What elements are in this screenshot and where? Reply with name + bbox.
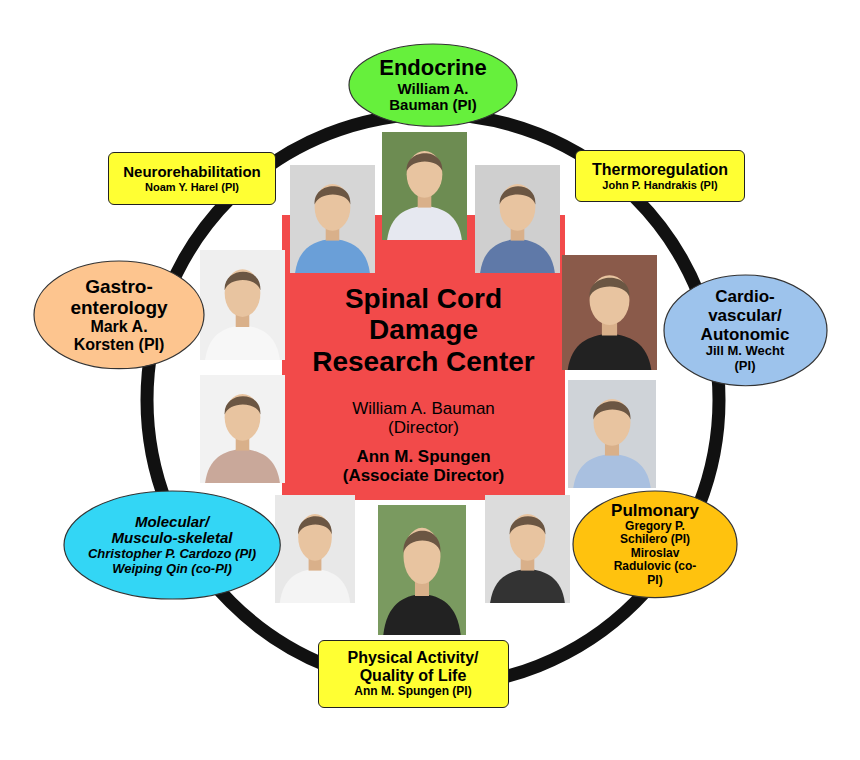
ellipse-node: Gastro- enterologyMark A. Korsten (PI)	[33, 260, 205, 370]
ellipse-shape	[64, 491, 280, 599]
node-text: John P. Handrakis (PI)	[592, 179, 728, 191]
node-heading: Spinal Cord Damage Research Center	[308, 283, 540, 377]
ellipse-shape	[349, 44, 517, 126]
photo-ground	[200, 375, 285, 483]
label-box: ThermoregulationJohn P. Handrakis (PI)	[575, 150, 745, 202]
node-heading: Cardio- vascular/ Autonomic	[698, 287, 793, 344]
person-figure	[383, 528, 460, 635]
photo-ground	[568, 380, 656, 488]
photo-ground	[200, 250, 285, 360]
portrait-photo	[378, 505, 466, 635]
photo-ground	[562, 255, 657, 370]
person-figure	[280, 514, 350, 603]
node-heading: Endocrine	[378, 56, 488, 81]
node-text: Ann M. Spungen (Associate Director)	[324, 447, 524, 485]
node-text: Miroslav Radulovic (co-PI)	[613, 547, 697, 587]
text-group: Physical Activity/ Quality of LifeAnn M.…	[328, 649, 498, 698]
ellipse-shape	[34, 261, 204, 369]
person-figure	[205, 269, 280, 360]
node-text: Weiping Qin (co-PI)	[88, 562, 256, 577]
text-group: Molecular/ Musculo-skeletalChristopher P…	[88, 514, 256, 577]
person-figure	[568, 275, 652, 370]
node-text: Mark A. Korsten (PI)	[64, 318, 174, 354]
label-box: Physical Activity/ Quality of LifeAnn M.…	[318, 640, 509, 708]
node-heading: Pulmonary	[611, 501, 699, 520]
node-heading: Neurorehabilitation	[123, 164, 261, 181]
node-text: William A. Bauman (Director)	[329, 399, 519, 437]
label-box: NeurorehabilitationNoam Y. Harel (PI)	[108, 152, 276, 205]
node-text: Christopher P. Cardozo (PI)	[88, 547, 256, 562]
text-group: EndocrineWilliam A. Bauman (PI)	[378, 56, 488, 114]
text-group: PulmonaryGregory P. Schilero (PI)Mirosla…	[611, 501, 699, 587]
portrait-photo	[275, 495, 355, 603]
node-text: Ann M. Spungen (PI)	[328, 685, 498, 698]
node-text: William A. Bauman (PI)	[378, 81, 488, 115]
ellipse-node: Molecular/ Musculo-skeletalChristopher P…	[63, 490, 281, 600]
ellipse-shape	[573, 491, 737, 598]
ellipse-node: PulmonaryGregory P. Schilero (PI)Mirosla…	[572, 490, 738, 599]
node-heading: Gastro- enterology	[64, 276, 174, 319]
person-figure	[490, 514, 565, 603]
person-figure	[205, 394, 280, 483]
center-panel: Spinal Cord Damage Research CenterWillia…	[282, 215, 565, 500]
node-text: Gregory P. Schilero (PI)	[613, 520, 697, 547]
text-group: NeurorehabilitationNoam Y. Harel (PI)	[123, 164, 261, 193]
node-text: Noam Y. Harel (PI)	[123, 181, 261, 193]
ellipse-node: Cardio- vascular/ AutonomicJill M. Wecht…	[663, 274, 828, 387]
text-group: Cardio- vascular/ AutonomicJill M. Wecht…	[698, 287, 793, 373]
text-group: Spinal Cord Damage Research CenterWillia…	[308, 283, 540, 485]
photo-ground	[378, 505, 466, 635]
node-heading: Molecular/ Musculo-skeletal	[102, 514, 242, 548]
node-text: Jill M. Wecht (PI)	[698, 344, 793, 373]
node-heading: Physical Activity/ Quality of Life	[328, 649, 498, 685]
ellipse-node: EndocrineWilliam A. Bauman (PI)	[348, 43, 518, 127]
portrait-photo	[200, 375, 285, 483]
photo-ground	[485, 495, 570, 603]
portrait-photo	[568, 380, 656, 488]
portrait-photo	[485, 495, 570, 603]
text-group: ThermoregulationJohn P. Handrakis (PI)	[592, 161, 728, 191]
person-figure	[573, 399, 650, 488]
ellipse-shape	[664, 275, 827, 386]
portrait-photo	[562, 255, 657, 370]
node-heading: Thermoregulation	[592, 161, 728, 179]
portrait-photo	[200, 250, 285, 360]
photo-ground	[275, 495, 355, 603]
panel-shape	[282, 215, 565, 500]
text-group: Gastro- enterologyMark A. Korsten (PI)	[64, 276, 174, 354]
